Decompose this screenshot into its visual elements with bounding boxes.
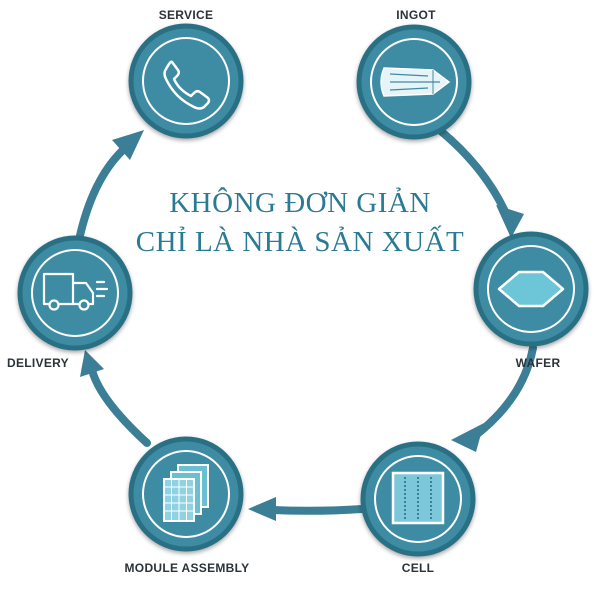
step-delivery: DELIVERY <box>7 235 133 370</box>
arrow-module-to-delivery <box>80 350 151 447</box>
truck-icon <box>42 272 109 311</box>
label-delivery: DELIVERY <box>7 356 69 370</box>
title-line-1: KHÔNG ĐƠN GIẢN <box>169 186 431 219</box>
module-icon <box>163 464 209 522</box>
cell-icon <box>391 471 445 525</box>
arrow-ingot-to-wafer <box>428 120 524 238</box>
label-service: SERVICE <box>159 8 214 22</box>
arrow-delivery-to-service <box>75 130 144 244</box>
arrow-cell-to-module <box>248 497 366 521</box>
step-wafer: WAFER <box>473 231 589 370</box>
step-ingot: INGOT <box>356 8 472 140</box>
step-module-assembly: MODULE ASSEMBLY <box>125 436 250 575</box>
step-cell: CELL <box>360 441 476 575</box>
step-service: SERVICE <box>128 8 244 139</box>
label-ingot: INGOT <box>396 8 436 22</box>
wafer-icon <box>497 270 565 308</box>
label-wafer: WAFER <box>516 356 561 370</box>
phone-icon <box>163 60 211 110</box>
label-cell: CELL <box>402 561 435 575</box>
ingot-icon <box>380 67 451 97</box>
arrow-wafer-to-cell <box>451 344 537 452</box>
title-line-2: CHỈ LÀ NHÀ SẢN XUẤT <box>136 224 465 258</box>
label-module-assembly: MODULE ASSEMBLY <box>125 561 250 575</box>
